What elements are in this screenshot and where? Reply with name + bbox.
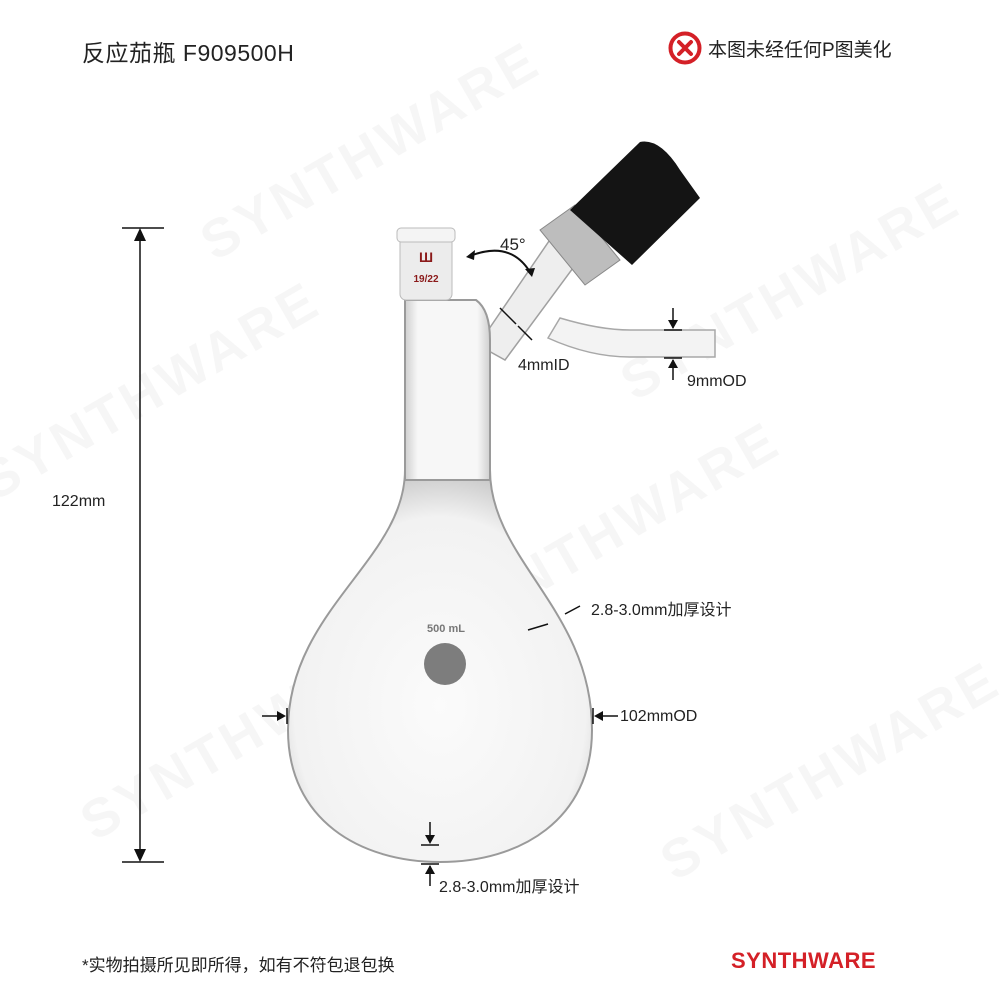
flask-neck [404, 299, 491, 481]
joint-label: 19/22 [413, 274, 438, 285]
body-od-label: 102mmOD [620, 708, 698, 725]
logo-mark: Ш [419, 249, 433, 265]
wall-side-label: 2.8-3.0mm加厚设计 [591, 602, 732, 619]
wall-bottom-label: 2.8-3.0mm加厚设计 [439, 879, 580, 896]
disclaimer: *实物拍摄所见即所得，如有不符包退包换 [82, 956, 395, 975]
height-label: 122mm [52, 493, 106, 510]
angle-label: 45° [500, 235, 526, 254]
volume-label: 500 mL [427, 623, 465, 635]
side-tube [546, 317, 716, 358]
stopcock-cap [570, 141, 700, 265]
stopcock-bore-label: 4mmID [518, 357, 570, 374]
stopcock-plug [539, 204, 621, 286]
frosted-marking-spot [424, 643, 466, 685]
side-tube-od-label: 9mmOD [687, 373, 747, 390]
height-dimension [122, 227, 164, 863]
brand-logo: SYNTHWARE [731, 948, 877, 973]
x-circle-icon [668, 31, 702, 65]
page-title: 反应茄瓶 F909500H [82, 40, 295, 66]
notice-text: 本图未经任何P图美化 [708, 39, 892, 61]
notice: 本图未经任何P图美化 [668, 31, 892, 65]
